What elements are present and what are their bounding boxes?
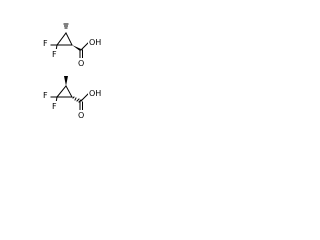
ring-bond-cf2-ch xyxy=(56,85,67,98)
hashed-bond-to-carboxyl xyxy=(72,96,82,103)
atom-label-f-right: F xyxy=(52,102,57,111)
atom-label-carbonyl-oxygen: O xyxy=(78,59,84,68)
methyl-hashed-bond xyxy=(63,23,69,29)
bond-c-oh xyxy=(80,42,89,51)
molecule-upper: F F OH O xyxy=(42,23,101,68)
atom-label-hydroxyl: OH xyxy=(89,38,101,47)
atom-label-hydroxyl: OH xyxy=(89,89,101,98)
ring-bond-cf2-ch xyxy=(56,32,67,46)
wedge-bond-to-carboxyl xyxy=(72,45,81,51)
atom-label-carbonyl-oxygen: O xyxy=(78,111,84,120)
atom-label-f-left: F xyxy=(43,91,48,100)
chemical-structures-canvas: F F OH O F F OH xyxy=(42,23,101,120)
atom-label-f-left: F xyxy=(43,39,48,48)
ring-bond-ch-cc xyxy=(65,85,73,98)
atom-label-f-right: F xyxy=(52,50,57,59)
ring-bond-ch-cc xyxy=(65,32,73,46)
methyl-bold-wedge xyxy=(64,76,68,86)
bond-c-oh xyxy=(80,93,89,102)
molecule-lower: F F OH O xyxy=(42,76,101,120)
